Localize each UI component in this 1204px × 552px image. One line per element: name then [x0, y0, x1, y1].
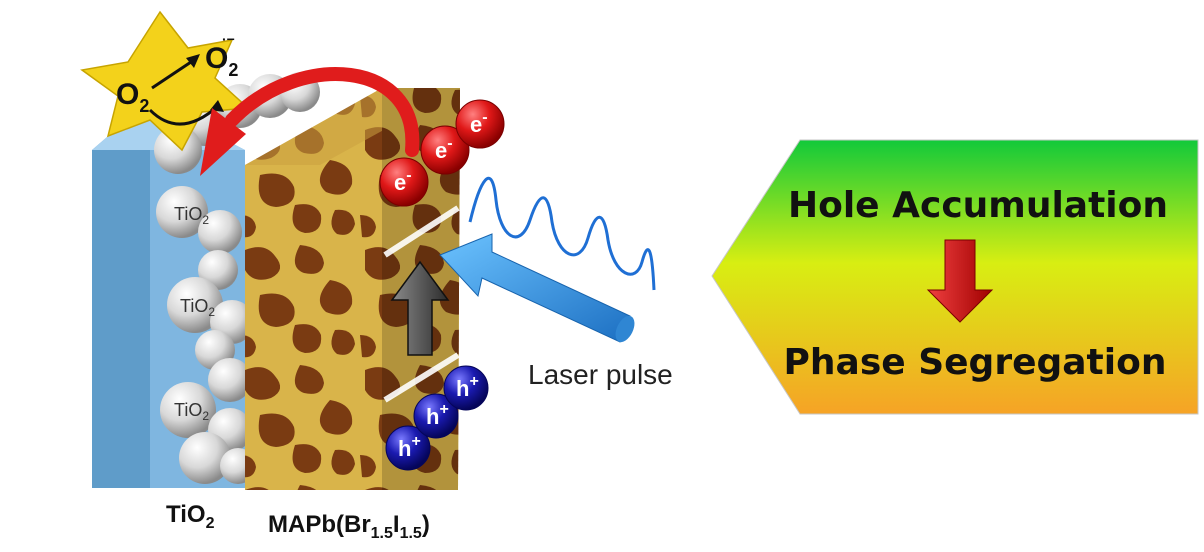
electron-label: e-: [470, 109, 488, 137]
hole-migration-arrow: [390, 260, 450, 356]
star-product-sup: ·−: [222, 31, 235, 47]
tio2-label: TiO: [166, 501, 206, 528]
star-reactant: O: [116, 78, 139, 111]
hole-label: h+: [426, 401, 449, 429]
tio2-particle: [160, 382, 216, 438]
hole-label: h+: [456, 373, 479, 401]
tio2-particle-label: TiO2: [174, 204, 209, 227]
electron-transfer-arrow: [200, 67, 420, 176]
star-product-sub: 2: [228, 60, 238, 80]
laser-pulse-label: Laser pulse: [528, 359, 673, 390]
svg-text:MAPb(Br1.5I1.5): MAPb(Br1.5I1.5): [268, 511, 430, 542]
tio2-particle: [198, 210, 242, 254]
star-product: O: [205, 42, 228, 75]
tio2-label-sub: 2: [206, 515, 215, 532]
electron-sphere: [420, 125, 470, 175]
perovskite-label-mid: I: [393, 511, 400, 538]
callout-bottom-text: Phase Segregation: [784, 342, 1167, 383]
tio2-particle: [198, 250, 238, 290]
perovskite-label-sub1: 1.5: [371, 525, 393, 542]
callout-down-arrow: [926, 239, 994, 323]
tio2-particle: [208, 358, 252, 402]
tio2-particle: [167, 277, 223, 333]
hole-sphere: [385, 425, 431, 471]
tio2-particle: [154, 126, 202, 174]
electron-sphere: [379, 157, 429, 207]
electron-label: e-: [435, 135, 453, 163]
laser-arrow: [439, 233, 635, 343]
perovskite-label-suffix: ): [422, 511, 430, 538]
electron-sphere: [455, 99, 505, 149]
hole-sphere: [413, 393, 459, 439]
perovskite-label-prefix: MAPb(Br: [268, 511, 371, 538]
electron-label: e-: [394, 167, 412, 195]
svg-text:TiO2: TiO2: [166, 501, 215, 532]
svg-text:O2: O2: [205, 42, 238, 80]
tio2-particle: [156, 186, 208, 238]
hole-sphere: [443, 365, 489, 411]
mechanism-callout: Hole Accumulation Phase Segregation: [711, 139, 1199, 415]
tio2-particle: [179, 432, 231, 484]
hole-group: h+h+h+: [385, 365, 489, 471]
tio2-particle-label: TiO2: [174, 400, 209, 423]
laser-pulse-waves: [468, 176, 656, 291]
star-reactant-sub: 2: [139, 96, 149, 116]
electron-group: e-e-e-: [379, 99, 505, 207]
hole-label: h+: [398, 433, 421, 461]
callout-top-text: Hole Accumulation: [788, 185, 1168, 226]
perovskite-label-sub2: 1.5: [400, 525, 422, 542]
svg-text:O2: O2: [116, 78, 149, 116]
superoxide-star: O2 O2 ·−: [80, 10, 250, 152]
tio2-particle-label: TiO2: [180, 296, 215, 319]
